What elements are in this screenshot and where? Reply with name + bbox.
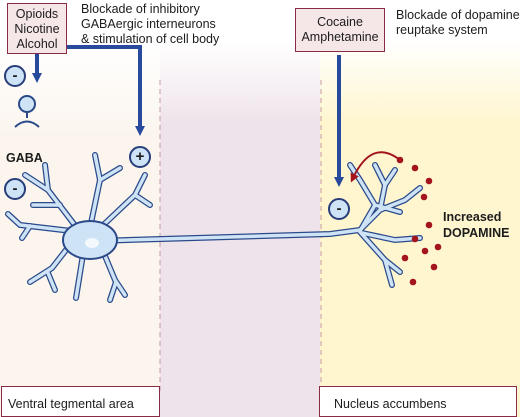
mechanism-2-line: Blockade of dopamine (396, 8, 520, 22)
dopamine-dot (421, 247, 429, 255)
mechanism-2-line: reuptake system (396, 23, 488, 37)
dopamine-dot (425, 221, 433, 229)
dopamine-dot (425, 177, 433, 185)
plus-sign-cell-body: + (129, 146, 151, 168)
dopamine-dot (411, 164, 419, 172)
dopamine-dot (434, 243, 442, 251)
neuron-nucleus (85, 238, 99, 248)
region-nucleus-accumbens-label: Nucleus accumbens (334, 397, 447, 411)
mechanism-text-2: Blockade of dopamine reuptake system (396, 8, 520, 38)
drug-opioids: Opioids (15, 7, 59, 21)
dopamine-dot (396, 156, 404, 164)
drugs-box-opioids: Opioids Nicotine Alcohol (7, 3, 67, 54)
drug-amphetamine: Amphetamine (301, 30, 379, 44)
cleft-region-tint (160, 40, 320, 417)
gaba-synapse-terminal (14, 120, 40, 128)
dopamine-dot (411, 235, 419, 243)
dopamine-dot (401, 254, 409, 262)
mechanism-1-line: GABAergic interneurons (81, 17, 216, 31)
dopamine-label: DOPAMINE (443, 226, 510, 240)
region-nucleus-accumbens: Nucleus accumbens (319, 386, 517, 417)
gaba-interneuron-bulb (18, 95, 36, 113)
drugs-box-cocaine: Cocaine Amphetamine (295, 8, 385, 52)
reuptake-arrow (350, 151, 401, 183)
dopamine-dot (430, 263, 438, 271)
region-ventral-tegmental: Ventral tegmental area (1, 386, 160, 417)
mechanism-1-line: Blockade of inhibitory (81, 2, 200, 16)
drug-nicotine: Nicotine (14, 22, 60, 36)
minus-sign-gaba: - (4, 65, 26, 87)
dopamine-dot (409, 278, 417, 286)
increased-label: Increased (443, 210, 502, 224)
dopamine-dot (420, 193, 428, 201)
dopamine-molecules (396, 156, 442, 286)
cell-body-arrow (43, 45, 145, 136)
minus-sign-neuron: - (4, 178, 26, 200)
mechanism-1-line: & stimulation of cell body (81, 32, 220, 46)
drug-cocaine: Cocaine (317, 15, 363, 29)
gaba-label: GABA (6, 151, 43, 165)
increased-dopamine-label: Increased DOPAMINE (443, 209, 509, 241)
region-ventral-tegmental-label: Ventral tegmental area (8, 397, 134, 411)
minus-sign-reuptake: - (328, 198, 350, 220)
mechanism-text-1: Blockade of inhibitory GABAergic interne… (81, 2, 219, 47)
drug-alcohol: Alcohol (16, 37, 58, 51)
